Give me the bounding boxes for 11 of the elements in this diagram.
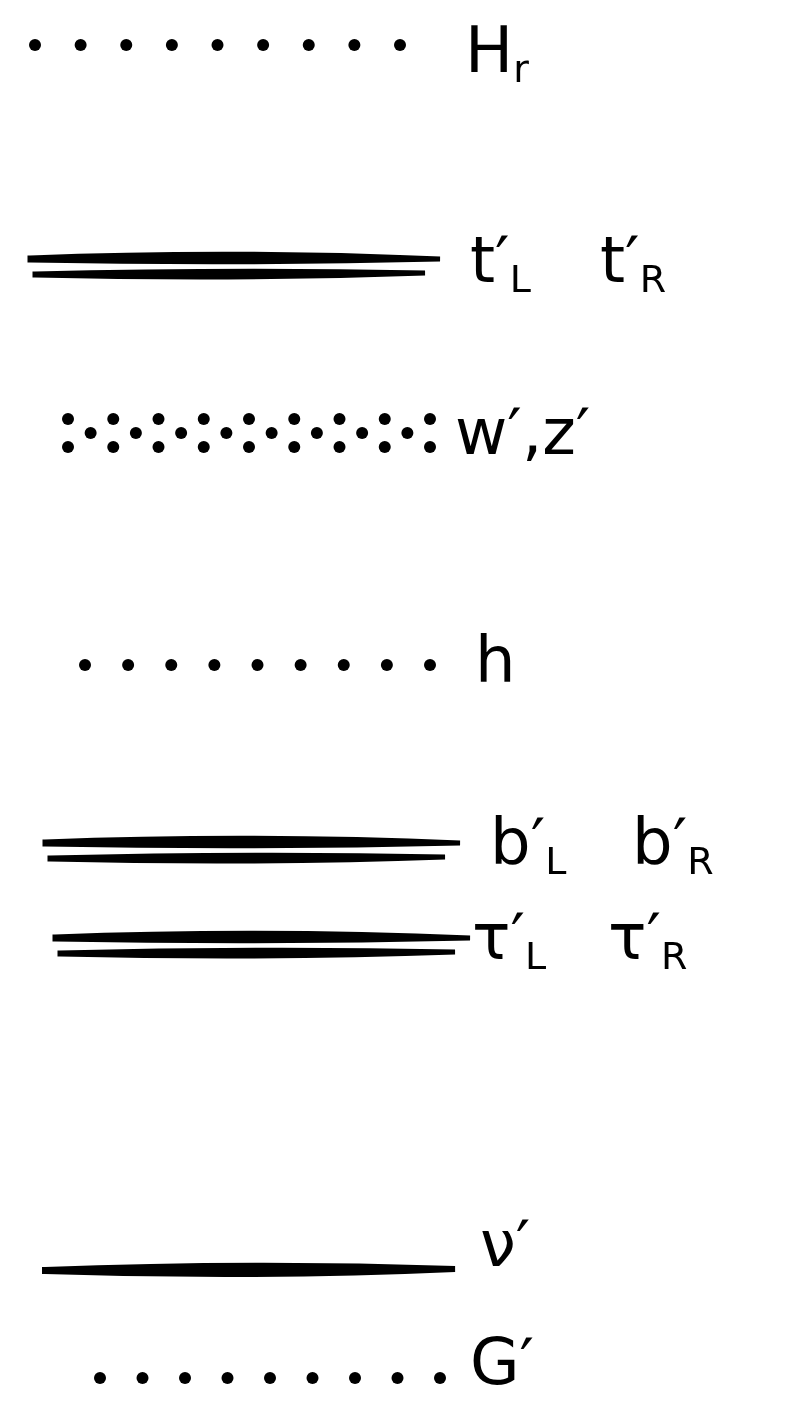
- particle-label: b′$_{L}$: [490, 810, 567, 880]
- particle-label: ν′: [480, 1212, 531, 1276]
- particle-label: G′: [470, 1330, 535, 1394]
- particle-label: t′$_{L}$: [470, 228, 531, 298]
- particle-label: t′$_{R}$: [600, 228, 667, 298]
- particle-label: h: [475, 628, 516, 692]
- particle-label: w′,z′: [455, 400, 591, 464]
- particle-label: τ′$_{R}$: [608, 905, 688, 975]
- particle-label: b′$_{R}$: [632, 810, 714, 880]
- particle-label: H$_{r}$: [465, 18, 529, 88]
- particle-label: τ′$_{L}$: [472, 905, 547, 975]
